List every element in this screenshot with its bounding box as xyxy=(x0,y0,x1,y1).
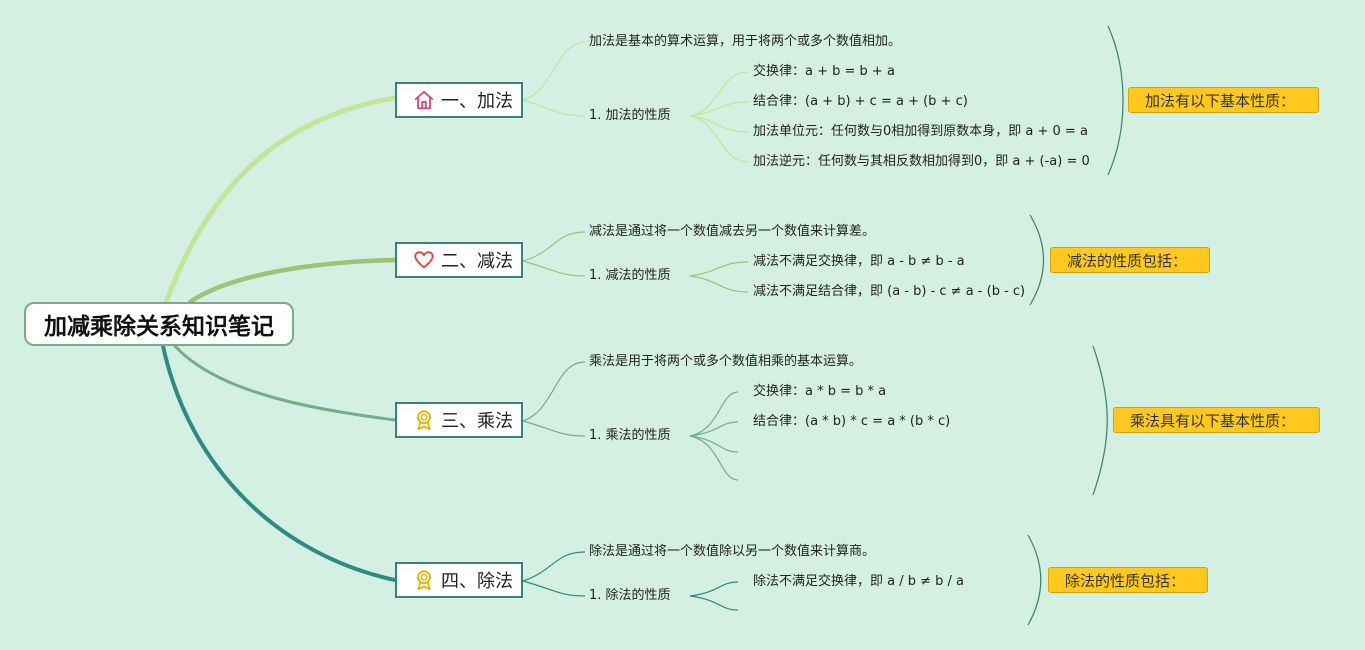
topic-addition[interactable]: 一、加法 xyxy=(395,82,523,118)
property-item[interactable]: 加法单位元：任何数与0相加得到原数本身，即 a + 0 = a xyxy=(753,124,1088,139)
branch-line-division xyxy=(161,344,397,582)
topic-label: 一、加法 xyxy=(441,91,513,112)
branch-line-addition xyxy=(162,95,398,308)
definition-text[interactable]: 除法是通过将一个数值除以另一个数值来计算商。 xyxy=(589,544,876,559)
topic-label: 四、除法 xyxy=(441,571,513,592)
summary-callout[interactable]: 除法的性质包括： xyxy=(1048,567,1208,593)
branch-line-multiplication xyxy=(173,344,397,422)
property-item[interactable]: 减法不满足结合律，即 (a - b) - c ≠ a - (b - c) xyxy=(753,284,1026,299)
property-item[interactable]: 减法不满足交换律，即 a - b ≠ b - a xyxy=(753,254,965,269)
topic-subtraction[interactable]: 二、减法 xyxy=(395,242,523,278)
award-icon xyxy=(413,409,435,431)
property-item[interactable]: 交换律：a * b = b * a xyxy=(753,384,887,399)
topic-label: 三、乘法 xyxy=(441,411,513,432)
summary-callout[interactable]: 乘法具有以下基本性质： xyxy=(1113,407,1320,433)
property-item[interactable]: 交换律：a + b = b + a xyxy=(753,64,895,79)
definition-text[interactable]: 加法是基本的算术运算，用于将两个或多个数值相加。 xyxy=(589,34,902,49)
summary-callout[interactable]: 加法有以下基本性质： xyxy=(1128,87,1319,113)
definition-text[interactable]: 乘法是用于将两个或多个数值相乘的基本运算。 xyxy=(589,354,863,369)
properties-label[interactable]: 1. 加法的性质 xyxy=(589,108,671,123)
property-item[interactable]: 加法逆元：任何数与其相反数相加得到0，即 a + (-a) = 0 xyxy=(753,154,1090,169)
definition-text[interactable]: 减法是通过将一个数值减去另一个数值来计算差。 xyxy=(589,224,876,239)
topic-division[interactable]: 四、除法 xyxy=(395,562,523,598)
properties-label[interactable]: 1. 除法的性质 xyxy=(589,588,671,603)
properties-label[interactable]: 1. 乘法的性质 xyxy=(589,428,671,443)
award-icon xyxy=(413,569,435,591)
property-item[interactable]: 结合律：(a * b) * c = a * (b * c) xyxy=(753,414,951,429)
topic-multiplication[interactable]: 三、乘法 xyxy=(395,402,523,438)
property-item[interactable]: 除法不满足交换律，即 a / b ≠ b / a xyxy=(753,574,965,589)
properties-label[interactable]: 1. 减法的性质 xyxy=(589,268,671,283)
topic-label: 二、减法 xyxy=(441,251,513,272)
house-icon xyxy=(413,89,435,111)
branch-line-subtraction xyxy=(187,257,398,305)
summary-callout[interactable]: 减法的性质包括： xyxy=(1050,247,1210,273)
root-topic[interactable]: 加减乘除关系知识笔记 xyxy=(24,302,294,346)
heart-icon xyxy=(413,249,435,271)
property-item[interactable]: 结合律：(a + b) + c = a + (b + c) xyxy=(753,94,968,109)
